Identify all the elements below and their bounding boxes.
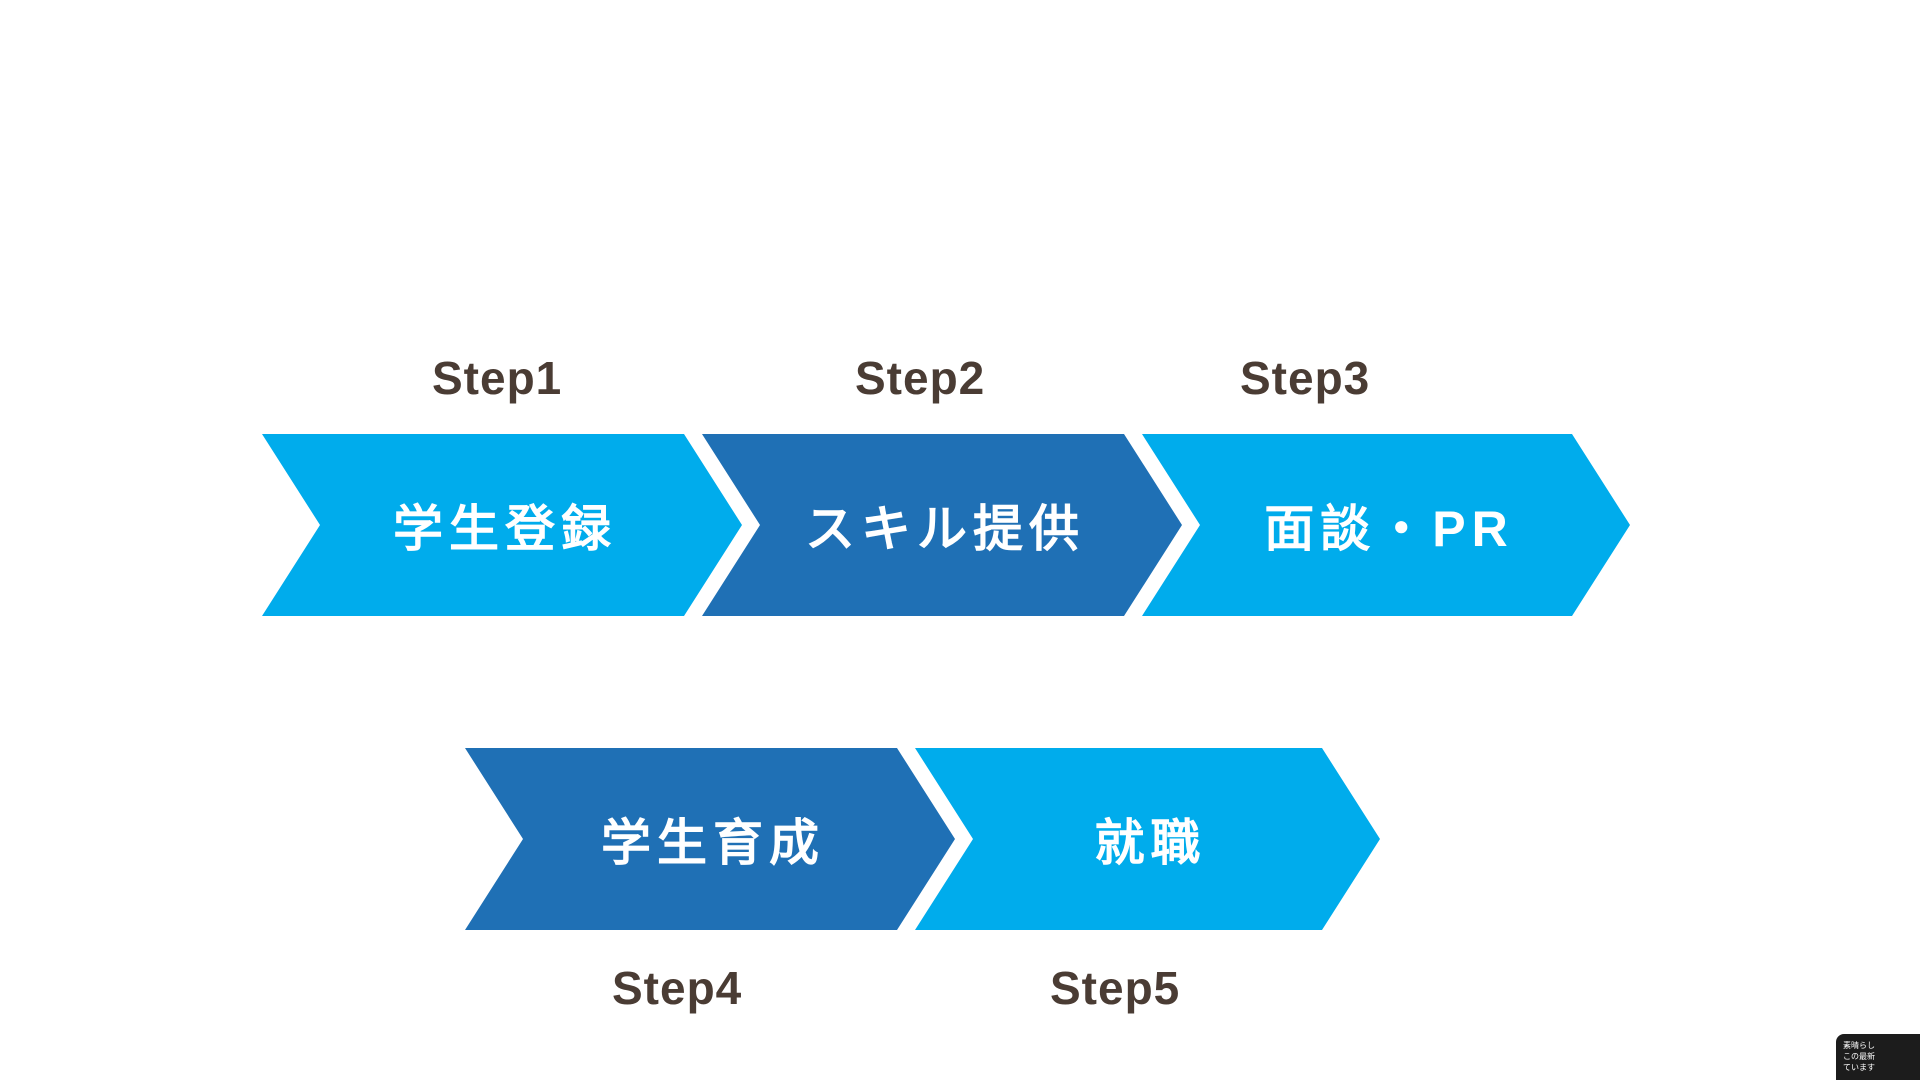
flow-step-arrow-1[interactable]: 学生登録 (262, 434, 742, 616)
step-label-step1: Step1 (432, 352, 563, 404)
flow-row-2: 学生育成 就職 (465, 748, 1380, 930)
flow-step-arrow-5[interactable]: 就職 (915, 748, 1380, 930)
flow-step-arrow-2[interactable]: スキル提供 (702, 434, 1182, 616)
step-label-step2: Step2 (855, 352, 986, 404)
notification-toast[interactable]: 素晴らし この最新 ています (1836, 1034, 1920, 1080)
toast-line-1: 素晴らし (1843, 1041, 1875, 1050)
step-label-step4: Step4 (612, 962, 743, 1014)
flow-step-arrow-4[interactable]: 学生育成 (465, 748, 955, 930)
flow-step-title-3: 面談・PR (1264, 501, 1514, 557)
flow-step-arrow-3[interactable]: 面談・PR (1142, 434, 1630, 616)
flow-step-title-4: 学生育成 (601, 815, 825, 871)
step-label-step5: Step5 (1050, 962, 1181, 1014)
step-label-step3: Step3 (1240, 352, 1371, 404)
flow-row-1: 学生登録 スキル提供 面談・PR (262, 434, 1630, 616)
flow-step-title-1: 学生登録 (393, 501, 617, 557)
flow-step-title-2: スキル提供 (805, 501, 1085, 557)
toast-line-2: この最新 (1843, 1052, 1875, 1061)
toast-line-3: ています (1843, 1063, 1875, 1072)
flow-step-title-5: 就職 (1094, 815, 1207, 871)
